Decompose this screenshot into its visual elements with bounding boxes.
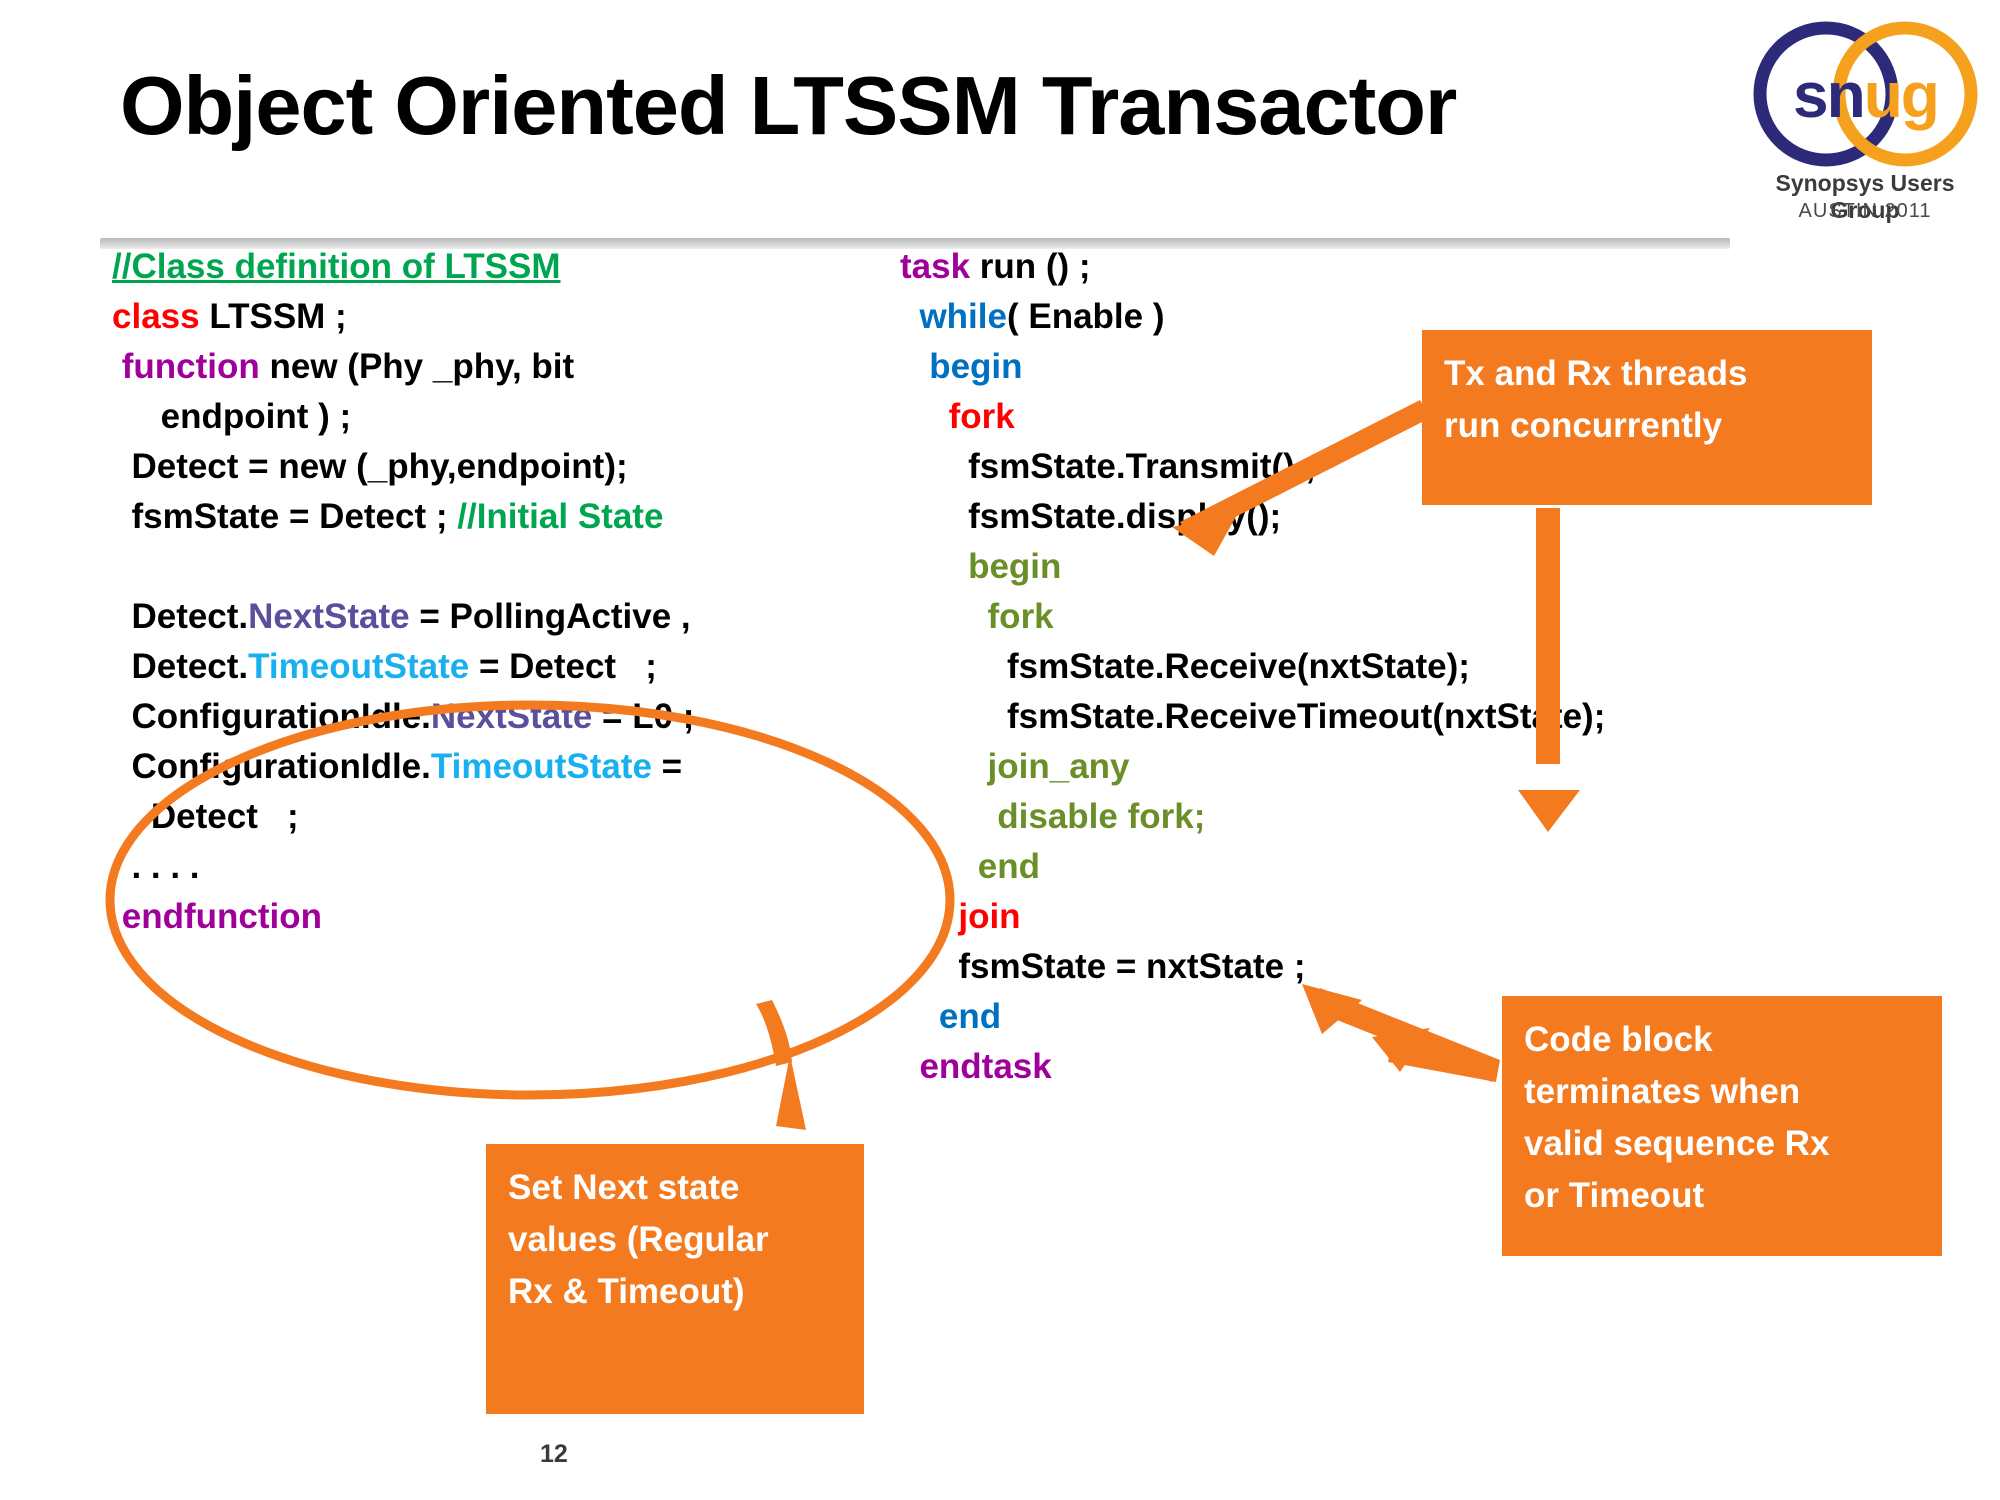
arrow-set-next-state — [756, 1000, 806, 1130]
code-right-token: fsmState.display(); — [900, 497, 1282, 536]
code-right-line-3: fork — [900, 392, 1700, 442]
code-right-token — [900, 747, 988, 786]
code-right-token — [900, 297, 919, 336]
code-right-token: fsmState.Receive(nxtState); — [900, 647, 1470, 686]
code-right-line-10: join_any — [900, 742, 1700, 792]
code-left-token — [112, 347, 122, 386]
snug-logo-subtitle: Synopsys Users Group — [1775, 170, 1955, 223]
code-left-line-4: Detect = new (_phy,endpoint); — [112, 442, 752, 492]
code-right-line-1: while( Enable ) — [900, 292, 1700, 342]
code-right-line-9: fsmState.ReceiveTimeout(nxtState); — [900, 692, 1700, 742]
code-left-line-12: . . . . — [112, 842, 752, 892]
code-right-line-0: task run () ; — [900, 242, 1700, 292]
code-right-token — [900, 397, 949, 436]
code-right-token: fork — [948, 397, 1015, 436]
code-right-token: begin — [929, 347, 1023, 386]
code-right-line-14: fsmState = nxtState ; — [900, 942, 1700, 992]
snug-logo-rings-icon — [1753, 21, 1978, 167]
code-right-token: fsmState = nxtState ; — [900, 947, 1306, 986]
code-left-line-2: function new (Phy _phy, bit — [112, 342, 752, 392]
code-left-line-5: fsmState = Detect ; //Initial State — [112, 492, 752, 542]
code-left-line-7: Detect.NextState = PollingActive , — [112, 592, 752, 642]
code-right-token: task — [900, 247, 971, 286]
code-right-token: ( Enable ) — [1006, 297, 1165, 336]
code-right-line-2: begin — [900, 342, 1700, 392]
code-left-token: = Detect ; — [469, 647, 657, 686]
code-left-token: fsmState = Detect ; — [112, 497, 458, 536]
snug-wordmark-ug: ug — [1863, 59, 1940, 131]
code-left-token: = PollingActive , — [409, 597, 691, 636]
code-right-token: join — [958, 897, 1021, 936]
code-right-token — [900, 847, 978, 886]
code-left-token: = — [651, 747, 683, 786]
code-right-line-8: fsmState.Receive(nxtState); — [900, 642, 1700, 692]
code-left-line-3: endpoint ) ; — [112, 392, 752, 442]
code-right-token: end — [977, 847, 1041, 886]
code-right-token — [900, 347, 929, 386]
code-left-token: class — [112, 297, 200, 336]
code-left-token: //Class definition of LTSSM — [112, 247, 561, 286]
code-left-line-1: class LTSSM ; — [112, 292, 752, 342]
code-right-line-6: begin — [900, 542, 1700, 592]
code-right-token — [900, 897, 958, 936]
code-left-token: Detect. — [112, 597, 249, 636]
code-left-token: Detect ; — [112, 797, 299, 836]
code-left-token: endfunction — [112, 897, 322, 936]
code-right-token — [900, 797, 997, 836]
code-right-token — [900, 997, 939, 1036]
code-left-line-13: endfunction — [112, 892, 752, 942]
code-right-token — [900, 1047, 919, 1086]
code-right-token: run () ; — [970, 247, 1091, 286]
code-left-token: Detect. — [112, 647, 249, 686]
code-left-token: ConfigurationIdle. — [112, 747, 431, 786]
code-left-line-6 — [112, 542, 752, 592]
code-left-token: NextState — [248, 597, 410, 636]
code-left-line-9: ConfigurationIdle.NextState = L0 ; — [112, 692, 752, 742]
title-divider — [100, 238, 1730, 249]
code-left-token: . . . . — [112, 847, 200, 886]
code-left-line-10: ConfigurationIdle.TimeoutState = — [112, 742, 752, 792]
code-left-token: TimeoutState — [248, 647, 470, 686]
code-right-token: join_any — [987, 747, 1130, 786]
code-left-token: endpoint ) ; — [112, 397, 352, 436]
code-right-token: fork — [987, 597, 1054, 636]
code-right-token: fsmState.ReceiveTimeout(nxtState); — [900, 697, 1606, 736]
snug-wordmark: snug — [1793, 60, 1943, 130]
code-right-token — [900, 597, 988, 636]
code-left-token: NextState — [430, 697, 593, 736]
code-left-token: ConfigurationIdle. — [112, 697, 431, 736]
snug-logo: snug Synopsys Users Group AUSTIN 2011 — [1738, 18, 1992, 223]
code-right-token: disable fork; — [997, 797, 1206, 836]
code-left-token: LTSSM ; — [199, 297, 347, 336]
code-right-token: endtask — [919, 1047, 1052, 1086]
code-right-token: begin — [968, 547, 1062, 586]
code-right-line-7: fork — [900, 592, 1700, 642]
code-left-token: Detect = new (_phy,endpoint); — [112, 447, 628, 486]
code-right-token: end — [938, 997, 1002, 1036]
code-right-token — [900, 547, 968, 586]
code-left-line-0: //Class definition of LTSSM — [112, 242, 752, 292]
code-left-token: function — [121, 347, 260, 386]
code-right-line-11: disable fork; — [900, 792, 1700, 842]
code-left-token: = L0 ; — [592, 697, 695, 736]
code-left-line-11: Detect ; — [112, 792, 752, 842]
code-left-token: TimeoutState — [430, 747, 652, 786]
snug-logo-location: AUSTIN 2011 — [1798, 200, 1932, 222]
code-left-line-8: Detect.TimeoutState = Detect ; — [112, 642, 752, 692]
code-right-line-13: join — [900, 892, 1700, 942]
code-left-token: new (Phy _phy, bit — [259, 347, 575, 386]
code-left-token: //Initial State — [457, 497, 664, 536]
code-block-class-definition: //Class definition of LTSSM class LTSSM ;… — [112, 242, 752, 942]
page-number: 12 — [540, 1440, 568, 1468]
code-right-token: fsmState.Transmit() ; — [900, 447, 1317, 486]
code-right-line-12: end — [900, 842, 1700, 892]
snug-wordmark-sn: sn — [1793, 59, 1866, 131]
code-right-token: while — [919, 297, 1007, 336]
page-title: Object Oriented LTSSM Transactor — [120, 59, 1457, 152]
